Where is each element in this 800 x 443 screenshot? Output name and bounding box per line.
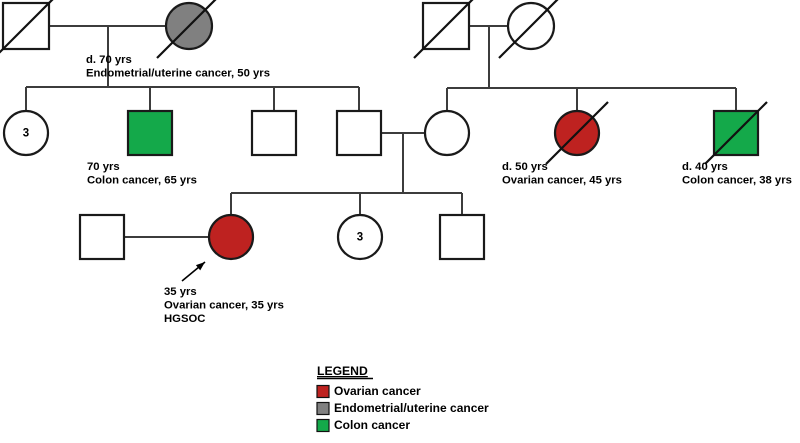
- individual-gen2-male-colon-cancer: [126, 109, 174, 157]
- legend-label-1: Ovarian cancer: [334, 384, 421, 398]
- individual-gen3-female-proband-ovarian-cancer: [207, 213, 255, 261]
- annotation-proband-line-2: Ovarian cancer, 35 yrs: [164, 300, 284, 312]
- individual-gen1-right-female-deceased: [498, 0, 559, 59]
- individual-gen2-left-sibling-group-females: 3: [2, 109, 50, 157]
- legend-item-endometrial-uterine-cancer: Endometrial/uterine cancer: [316, 401, 489, 416]
- legend-layer: LEGEND Ovarian cancerEndometrial/uterine …: [316, 364, 489, 433]
- legend-item-colon-cancer: Colon cancer: [316, 418, 410, 433]
- symbol-circle-gen3-female-proband-ovarian-cancer: [207, 213, 255, 261]
- annotation-gen2-ovarian-cancer-female-line-1: d. 50 yrs: [502, 161, 548, 173]
- deceased-slash-gen1-right-male-deceased: [413, 0, 474, 59]
- individual-gen2-male-colon-cancer-deceased: [704, 101, 768, 165]
- proband-arrow-head: [195, 262, 205, 271]
- individual-gen2-male-father-of-proband: [335, 109, 383, 157]
- deceased-slash-gen1-left-male-deceased: [0, 0, 54, 54]
- annotation-gen2-colon-cancer-male-deceased-line-2: Colon cancer, 38 yrs: [682, 175, 792, 187]
- individual-gen1-right-male-deceased: [413, 0, 474, 59]
- individual-gen2-female-ovarian-cancer: [545, 101, 609, 165]
- individual-gen1-left-female-endometrial-cancer: [156, 0, 217, 59]
- legend-title: LEGEND: [317, 364, 368, 378]
- legend-swatch-ovarian-cancer-icon: [316, 384, 330, 399]
- sibling-count-gen3-sibling-group-females: 3: [357, 232, 363, 244]
- symbol-circle-gen2-left-sibling-group-females: [2, 109, 50, 157]
- deceased-slash-gen1-right-female-deceased: [498, 0, 559, 59]
- annotation-proband-line-3: HGSOC: [164, 313, 205, 325]
- individual-gen3-male-partner-of-proband: [78, 213, 126, 261]
- symbol-square-gen2-male-father-of-proband: [335, 109, 383, 157]
- symbol-square-gen2-male-colon-cancer: [126, 109, 174, 157]
- annotation-gen2-colon-cancer-male-line-1: 70 yrs: [87, 161, 120, 173]
- individual-gen2-male-unaffected-a: [250, 109, 298, 157]
- legend-swatch-colon-cancer-icon: [316, 418, 330, 433]
- connector-layer: [25, 25, 737, 238]
- deceased-slash-gen1-left-female-endometrial-cancer: [156, 0, 217, 59]
- symbol-layer: 33: [0, 0, 768, 261]
- annotation-gen1-left-female-line-1: d. 70 yrs: [86, 54, 132, 66]
- proband-arrow-layer: [181, 261, 206, 282]
- symbol-circle-gen3-sibling-group-females: [336, 213, 384, 261]
- symbol-square-gen3-male-unaffected: [438, 213, 486, 261]
- annotation-proband-line-1: 35 yrs: [164, 286, 197, 298]
- symbol-square-gen2-male-unaffected-a: [250, 109, 298, 157]
- symbol-circle-gen2-female-mother-of-proband: [423, 109, 471, 157]
- annotation-gen1-left-female-line-2: Endometrial/uterine cancer, 50 yrs: [86, 68, 270, 80]
- symbol-square-gen3-male-partner-of-proband: [78, 213, 126, 261]
- individual-gen3-male-unaffected: [438, 213, 486, 261]
- individual-gen1-left-male-deceased: [0, 0, 54, 54]
- sibling-count-gen2-left-sibling-group-females: 3: [23, 128, 29, 140]
- legend-swatch-endometrial-uterine-cancer-icon: [316, 401, 330, 416]
- annotation-gen2-colon-cancer-male-line-2: Colon cancer, 65 yrs: [87, 175, 197, 187]
- individual-gen2-female-mother-of-proband: [423, 109, 471, 157]
- annotation-gen2-ovarian-cancer-female-line-2: Ovarian cancer, 45 yrs: [502, 175, 622, 187]
- deceased-slash-gen2-male-colon-cancer-deceased: [704, 101, 768, 165]
- legend-label-3: Colon cancer: [334, 418, 410, 432]
- deceased-slash-gen2-female-ovarian-cancer: [545, 101, 609, 165]
- individual-gen3-sibling-group-females: 3: [336, 213, 384, 261]
- annotation-gen2-colon-cancer-male-deceased-line-1: d. 40 yrs: [682, 161, 728, 173]
- legend-label-2: Endometrial/uterine cancer: [334, 401, 489, 415]
- legend-item-ovarian-cancer: Ovarian cancer: [316, 384, 421, 399]
